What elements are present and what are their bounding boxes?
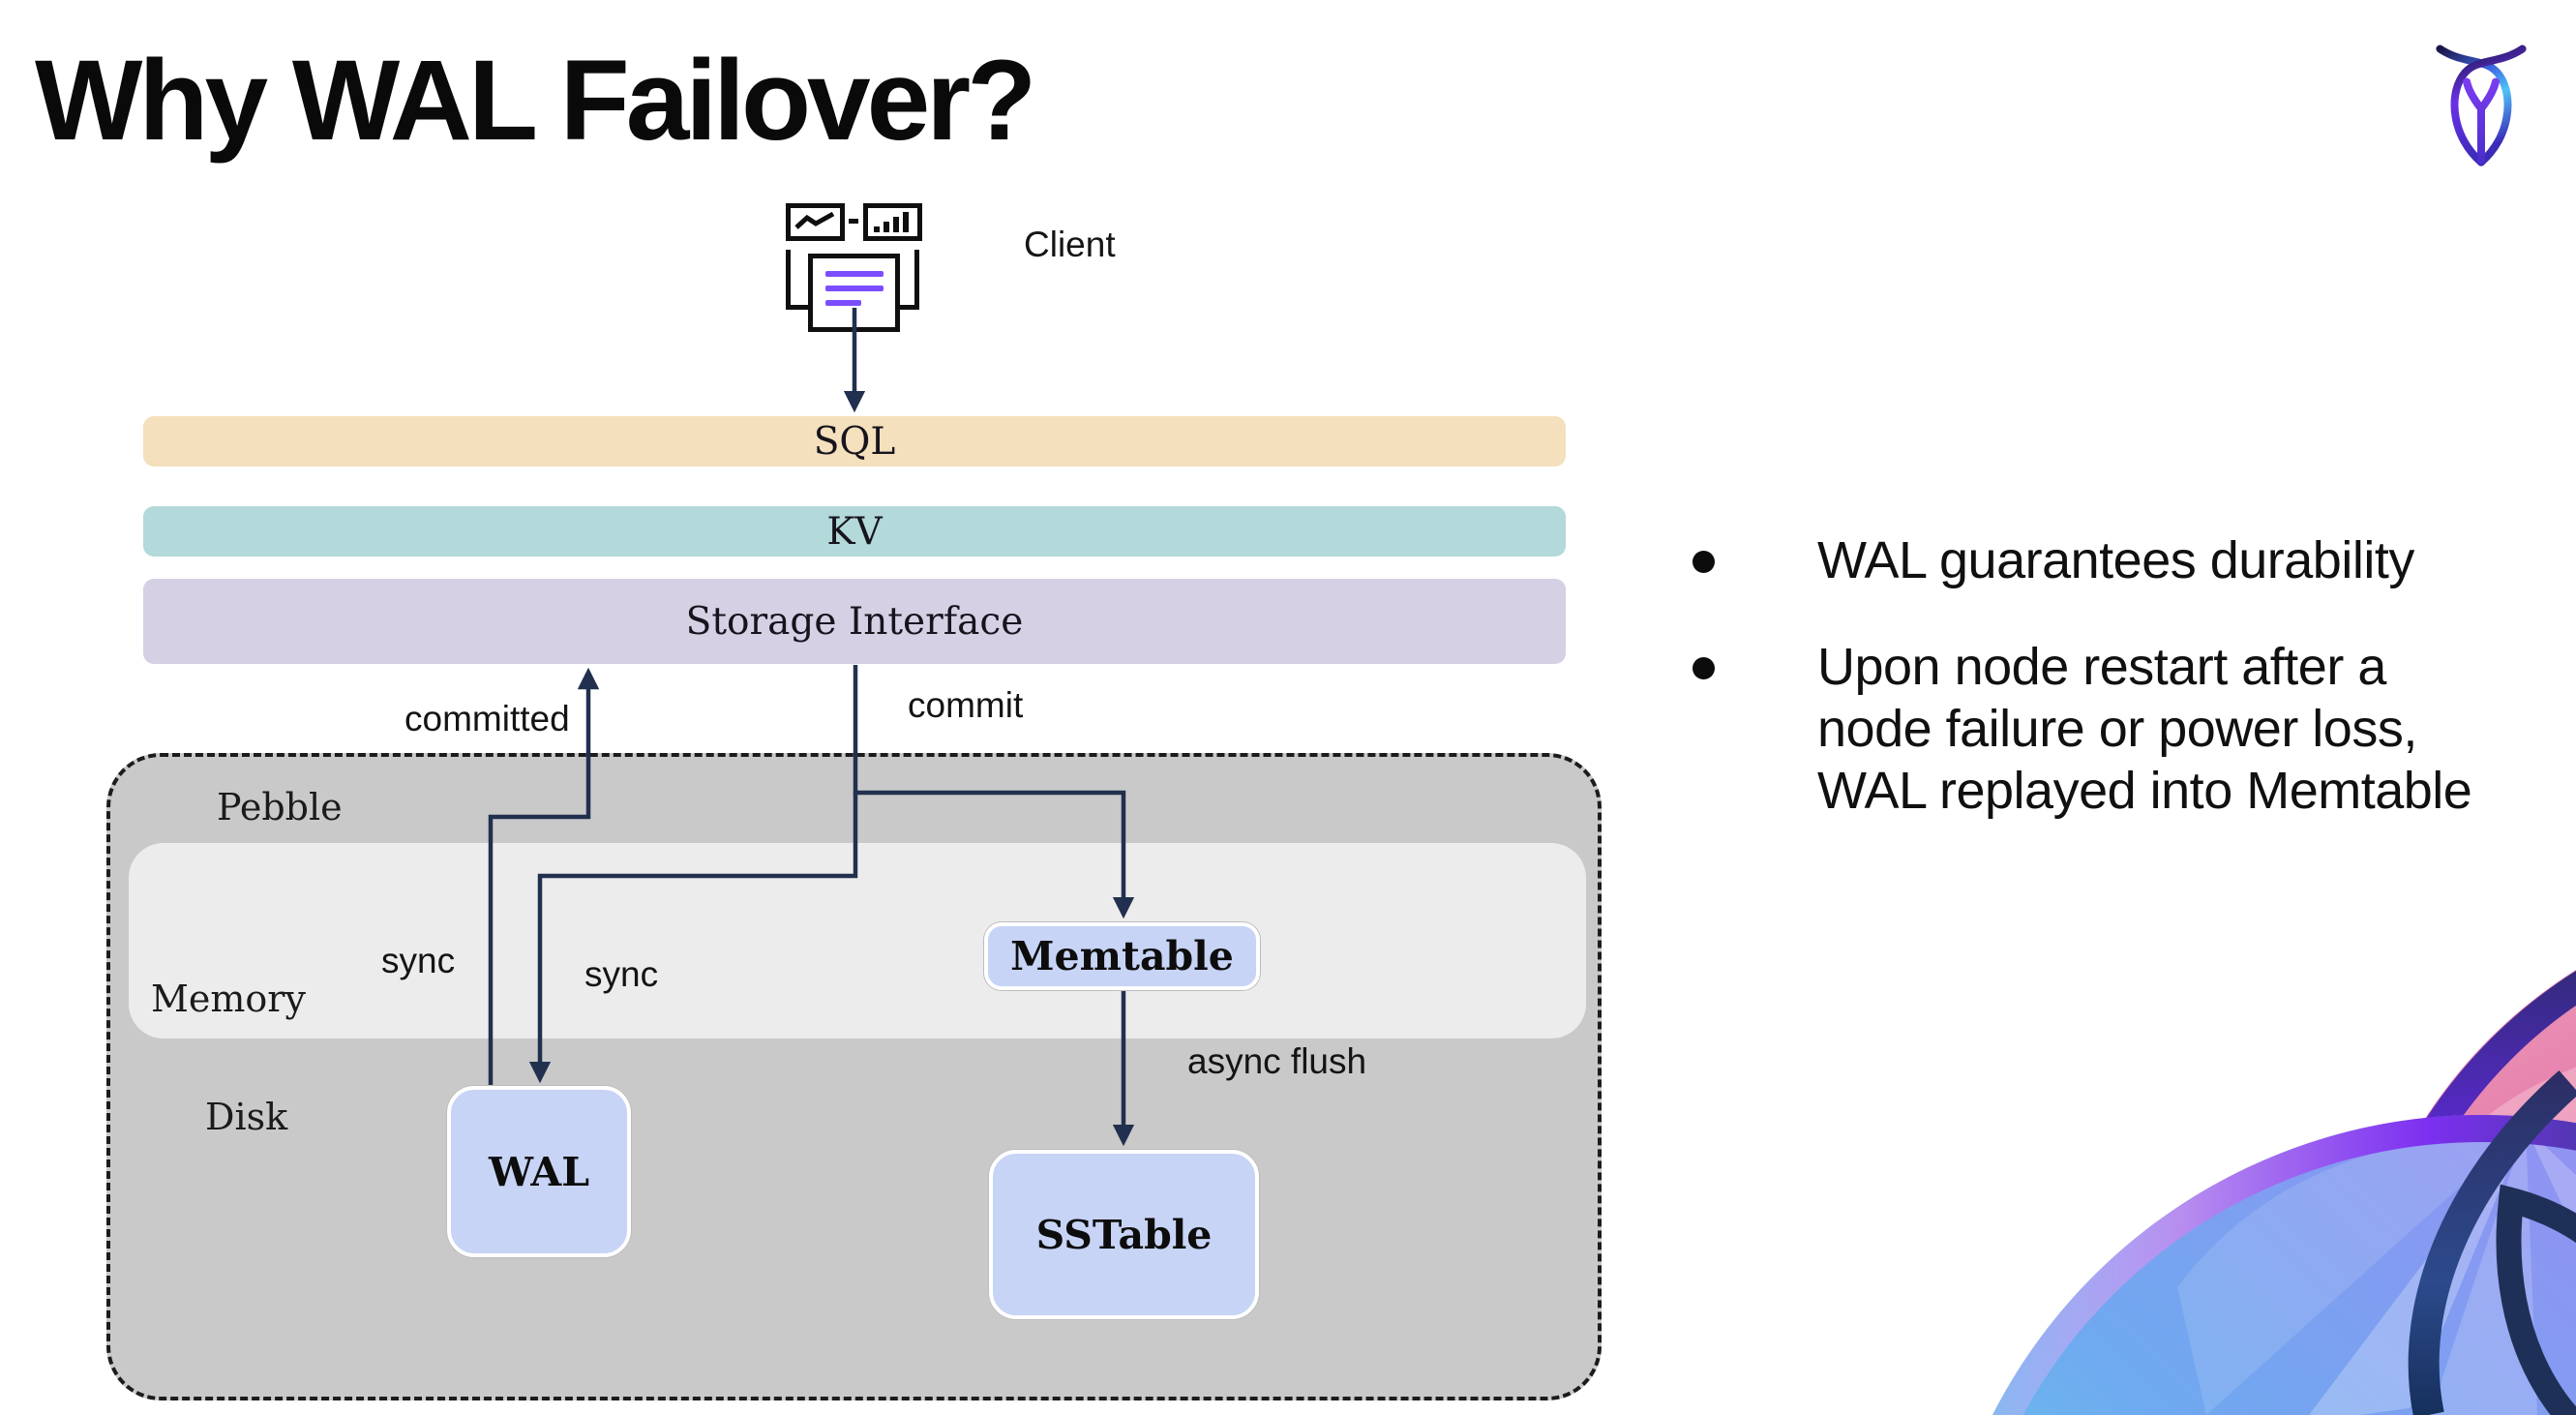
client-icon bbox=[774, 196, 929, 341]
bullet-text: WAL guarantees durability bbox=[1817, 531, 2414, 589]
sstable-node: SSTable bbox=[989, 1150, 1259, 1319]
pebble-label: Pebble bbox=[217, 786, 343, 828]
list-item: Upon node restart after a node failure o… bbox=[1692, 636, 2563, 822]
edge-label-commit: commit bbox=[908, 685, 1024, 725]
sstable-label: SSTable bbox=[1035, 1211, 1213, 1258]
bullet-text: Upon node restart after a node failure o… bbox=[1817, 638, 2472, 820]
layer-bar-sql: SQL bbox=[143, 416, 1566, 467]
bracket-left bbox=[786, 250, 809, 310]
layer-label-sql: SQL bbox=[813, 419, 896, 464]
edge-label-async-flush: async flush bbox=[1187, 1041, 1367, 1081]
client-label: Client bbox=[1024, 225, 1116, 264]
edge-label-sync-up: sync bbox=[381, 941, 456, 980]
memtable-node: Memtable bbox=[984, 922, 1260, 990]
bullet-list: WAL guarantees durability Upon node rest… bbox=[1692, 529, 2563, 822]
memory-label: Memory bbox=[151, 978, 306, 1020]
bar-chart-icon bbox=[863, 203, 922, 241]
wal-label: WAL bbox=[488, 1148, 590, 1195]
layer-bar-storage-interface: Storage Interface bbox=[143, 579, 1566, 664]
list-item: WAL guarantees durability bbox=[1692, 529, 2563, 591]
document-icon bbox=[808, 254, 900, 332]
layer-label-storage-interface: Storage Interface bbox=[685, 599, 1024, 644]
memory-region bbox=[129, 843, 1586, 1039]
dash-connector bbox=[849, 219, 858, 224]
bullet-dot-icon bbox=[1692, 551, 1715, 573]
layer-bar-kv: KV bbox=[143, 506, 1566, 557]
cockroachdb-brand-artwork bbox=[1992, 970, 2576, 1415]
cockroachdb-logo-icon bbox=[2436, 45, 2527, 166]
layer-label-kv: KV bbox=[826, 509, 883, 554]
disk-label: Disk bbox=[205, 1096, 288, 1138]
memtable-label: Memtable bbox=[1010, 933, 1234, 979]
bullet-dot-icon bbox=[1692, 657, 1715, 679]
edge-label-sync-down: sync bbox=[584, 954, 659, 994]
page-title: Why WAL Failover? bbox=[35, 37, 1036, 165]
wal-node: WAL bbox=[447, 1086, 631, 1257]
line-chart-icon bbox=[786, 203, 845, 241]
bracket-right bbox=[896, 250, 919, 310]
edge-label-committed: committed bbox=[404, 699, 570, 738]
